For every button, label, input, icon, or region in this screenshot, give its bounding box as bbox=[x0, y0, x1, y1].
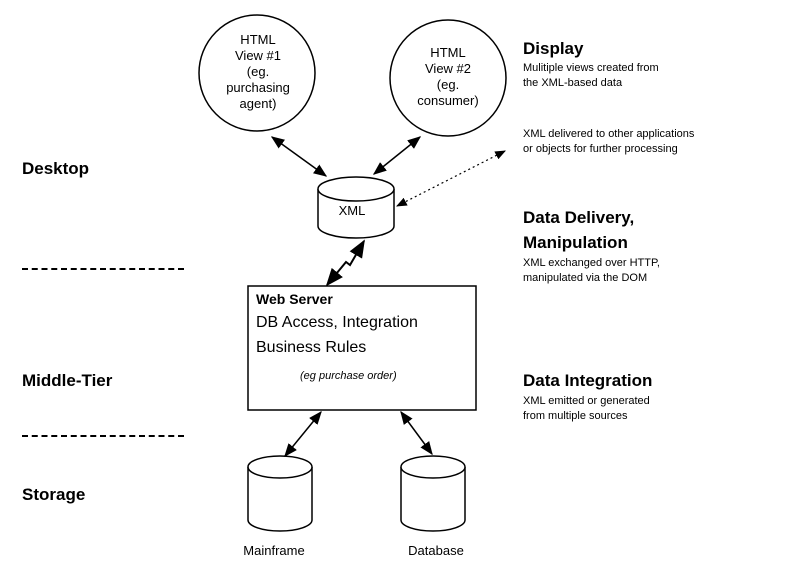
integration-text: XML emitted or generated from multiple s… bbox=[523, 395, 650, 422]
tier-label-storage: Storage bbox=[22, 485, 86, 504]
tier-separator-1 bbox=[22, 268, 184, 270]
html-view-2-label: HTML View #2 (eg. consumer) bbox=[417, 45, 479, 108]
tier-separator-2 bbox=[22, 435, 184, 437]
arrow-view2-xml bbox=[372, 136, 422, 175]
xml-cylinder bbox=[317, 176, 395, 239]
html-view-2-circle bbox=[389, 19, 507, 137]
web-server-line-1: DB Access, Integration bbox=[256, 314, 418, 331]
database-label: Database bbox=[408, 543, 464, 558]
applications-text: XML delivered to other applications or o… bbox=[523, 128, 695, 155]
database-cylinder bbox=[400, 455, 466, 532]
arrow-xml-applications bbox=[396, 150, 506, 207]
xml-label: XML bbox=[338, 203, 366, 218]
arrow-webserver-mainframe bbox=[284, 410, 322, 458]
tier-label-middle: Middle-Tier bbox=[22, 371, 113, 390]
web-server-box bbox=[247, 285, 477, 411]
web-server-line-2: Business Rules bbox=[256, 339, 367, 356]
arrow-xml-webserver bbox=[325, 239, 365, 287]
web-server-title: Web Server bbox=[256, 291, 333, 307]
arrow-webserver-database bbox=[400, 410, 433, 456]
html-view-1-circle bbox=[198, 14, 316, 132]
integration-heading: Data Integration bbox=[523, 371, 653, 390]
display-heading: Display bbox=[523, 39, 584, 58]
display-text: Mulitiple views created from the XML-bas… bbox=[523, 62, 659, 89]
html-view-1-label: HTML View #1 (eg. purchasing agent) bbox=[226, 32, 290, 111]
mainframe-cylinder bbox=[247, 455, 313, 532]
arrow-view1-xml bbox=[270, 136, 328, 177]
web-server-note: (eg purchase order) bbox=[300, 370, 397, 382]
delivery-text: XML exchanged over HTTP, manipulated via… bbox=[523, 257, 660, 284]
tier-label-desktop: Desktop bbox=[22, 159, 90, 178]
delivery-heading-2: Manipulation bbox=[523, 233, 628, 252]
delivery-heading-1: Data Delivery, bbox=[523, 208, 635, 227]
mainframe-label: Mainframe bbox=[243, 543, 305, 558]
